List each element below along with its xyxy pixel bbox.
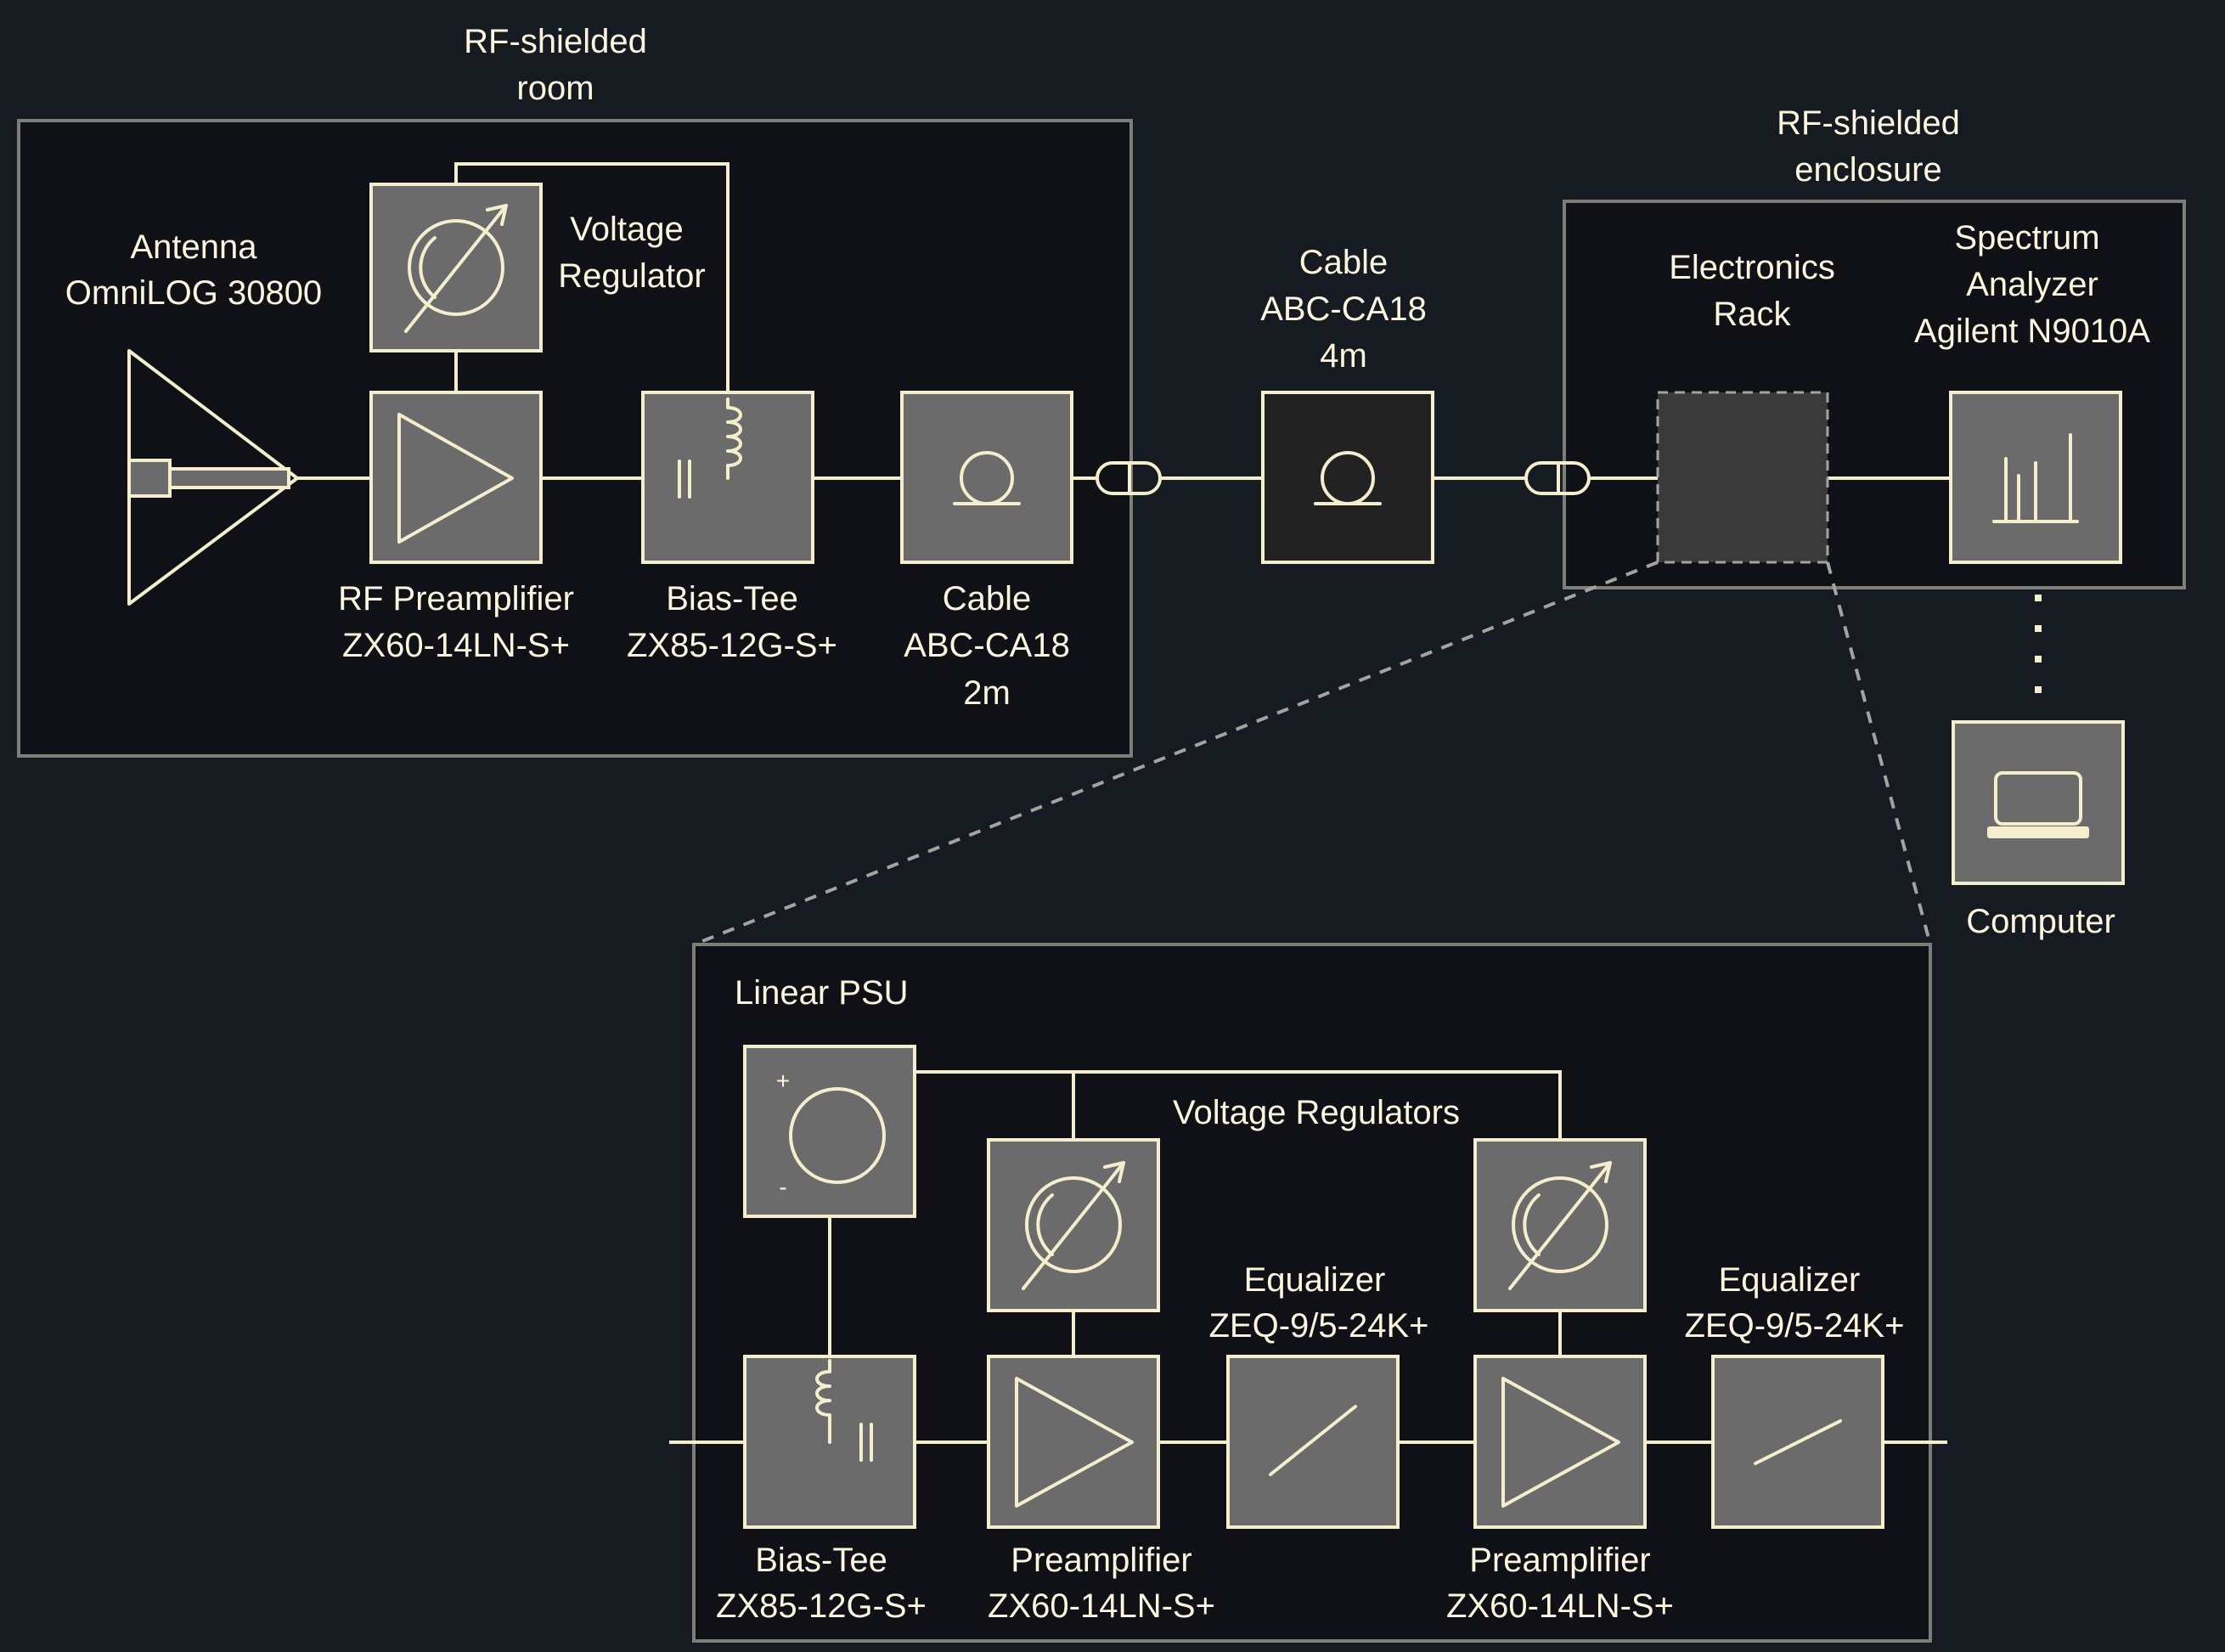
rack-bias-tee <box>743 1355 916 1529</box>
variable-regulator-icon <box>1022 1161 1125 1290</box>
enclosure-label-line2: enclosure <box>1794 151 1941 189</box>
rack-detail-wiring <box>669 1070 1947 1444</box>
cable-4m-label-line2: ABC-CA18 <box>1260 290 1427 328</box>
antenna-connector-icon <box>127 459 172 498</box>
cable-4m <box>1261 391 1434 564</box>
rf-preamplifier <box>369 391 543 564</box>
upper-wiring <box>297 162 1951 480</box>
equalizer-slope-icon <box>1269 1405 1357 1476</box>
cable-4m-label-line1: Cable <box>1299 244 1389 281</box>
amplifier-icon <box>1501 1377 1620 1508</box>
rack-equalizer-2-label-line1: Equalizer <box>1719 1261 1861 1299</box>
linear-psu-label: Linear PSU <box>735 974 909 1012</box>
amplifier-icon <box>1015 1377 1134 1508</box>
zoom-line-left <box>693 561 1659 946</box>
computer-label: Computer <box>1966 903 2115 940</box>
feedthrough-connector-icon <box>1524 461 1591 495</box>
electronics-rack <box>1656 391 1829 564</box>
dc-source-icon: + - <box>776 1068 886 1200</box>
voltage-regulator <box>369 183 543 352</box>
cable-2m <box>900 391 1073 564</box>
rack-preamplifier-1-label-line1: Preamplifier <box>1011 1542 1191 1579</box>
bias-tee-icon <box>678 397 742 499</box>
bias-tee <box>641 391 814 564</box>
cable-coil-icon <box>1314 451 1382 505</box>
spectrum-analyzer-label-line2: Analyzer <box>1966 266 2098 303</box>
bias-tee-icon <box>815 1359 873 1462</box>
spectrum-analyzer-label-line3: Agilent N9010A <box>1914 313 2150 350</box>
feedthrough-connector-icon <box>1096 461 1162 495</box>
equalizer-slope-icon <box>1754 1419 1842 1465</box>
room-label-line1: RF-shielded <box>464 23 647 60</box>
rack-preamplifier-2 <box>1473 1355 1647 1529</box>
electronics-rack-label-line2: Rack <box>1713 296 1791 333</box>
linear-psu: + - <box>743 1045 916 1218</box>
rack-equalizer-2-label-line2: ZEQ-9/5-24K+ <box>1684 1307 1904 1345</box>
amplifier-icon <box>397 413 514 544</box>
spectrum-icon <box>1992 433 2079 523</box>
rack-equalizer-1-label-line2: ZEQ-9/5-24K+ <box>1208 1307 1428 1345</box>
zoom-line-right <box>1826 561 1932 945</box>
rack-equalizer-1-label-line1: Equalizer <box>1244 1261 1386 1299</box>
cable-2m-label-line3: 2m <box>963 674 1011 712</box>
enclosure-label-line1: RF-shielded <box>1777 104 1960 142</box>
rack-preamplifier-1-label-line2: ZX60-14LN-S+ <box>988 1587 1215 1625</box>
cable-4m-label-line3: 4m <box>1320 337 1367 375</box>
voltage-regulator-1 <box>987 1138 1160 1312</box>
antenna <box>127 349 299 606</box>
cable-2m-label-line2: ABC-CA18 <box>904 627 1070 664</box>
rack-equalizer-2 <box>1711 1355 1884 1529</box>
rack-equalizer-1 <box>1226 1355 1400 1529</box>
laptop-icon <box>1987 771 2089 838</box>
rack-bias-tee-label-line1: Bias-Tee <box>755 1542 887 1579</box>
psu-plus-sign: + <box>776 1068 790 1094</box>
bias-tee-label-line2: ZX85-12G-S+ <box>627 627 837 664</box>
spectrum-analyzer-label-line1: Spectrum <box>1954 219 2099 257</box>
voltage-regulator-label-line2: Regulator <box>558 257 705 295</box>
voltage-regulators-label: Voltage Regulators <box>1173 1094 1460 1131</box>
rack-preamplifier-1 <box>987 1355 1160 1529</box>
cable-coil-icon <box>953 451 1021 505</box>
rf-preamplifier-label-line2: ZX60-14LN-S+ <box>342 627 570 664</box>
rack-bias-tee-label-line2: ZX85-12G-S+ <box>716 1587 927 1625</box>
rf-preamplifier-label-line1: RF Preamplifier <box>338 580 574 617</box>
rack-preamplifier-2-label-line1: Preamplifier <box>1469 1542 1650 1579</box>
rack-preamplifier-2-label-line2: ZX60-14LN-S+ <box>1446 1587 1674 1625</box>
spectrum-analyzer <box>1949 391 2122 564</box>
variable-regulator-icon <box>1508 1161 1612 1290</box>
voltage-regulator-label-line1: Voltage <box>570 211 683 248</box>
antenna-label-line2: OmniLOG 30800 <box>65 274 322 312</box>
variable-regulator-icon <box>404 204 508 333</box>
antenna-label-line1: Antenna <box>130 228 257 266</box>
cable-2m-label-line1: Cable <box>943 580 1032 617</box>
electronics-rack-label-line1: Electronics <box>1669 249 1835 286</box>
voltage-regulator-2 <box>1473 1138 1647 1312</box>
computer <box>1952 720 2125 885</box>
psu-minus-sign: - <box>779 1174 786 1200</box>
bias-tee-label-line1: Bias-Tee <box>666 580 798 617</box>
room-label-line2: room <box>516 70 594 107</box>
